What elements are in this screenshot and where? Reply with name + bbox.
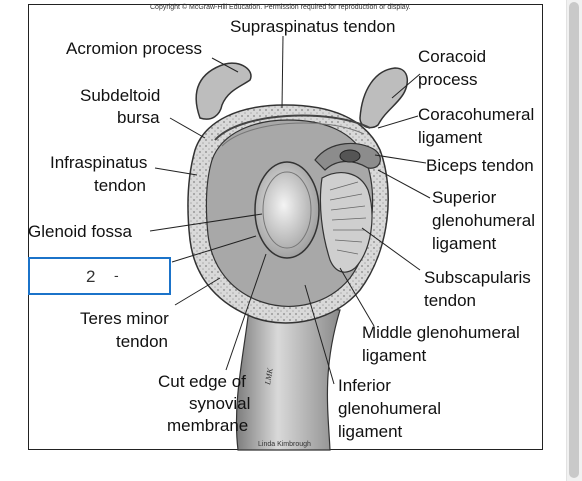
label-biceps-tendon: Biceps tendon [426, 156, 534, 175]
label-supraspinatus-tendon: Supraspinatus tendon [230, 17, 396, 36]
label-coracohumeral-line2: ligament [418, 128, 483, 147]
illustrator-credit: Linda Kimbrough [258, 441, 311, 448]
glenoid-fossa-shape [254, 161, 320, 259]
label-subscapularis-line1: Subscapularis [424, 268, 531, 287]
label-coracohumeral-line1: Coracohumeral [418, 105, 535, 124]
label-subdeltoid-line2: bursa [117, 108, 160, 127]
label-infraspinatus-line1: Infraspinatus [50, 153, 148, 172]
label-coracoid-line1: Coracoid [418, 47, 487, 66]
label-superior-glenohumeral-line2: glenohumeral [432, 211, 536, 230]
label-subdeltoid-line1: Subdeltoid [80, 86, 161, 105]
label-acromion-process: Acromion process [66, 39, 203, 58]
label-cut-edge-line2: synovial [189, 394, 251, 413]
label-inferior-glenohumeral-line3: ligament [338, 422, 403, 441]
label-middle-glenohumeral-line2: ligament [362, 346, 427, 365]
artist-initials: LMK [263, 367, 275, 386]
label-teres-minor-line2: tendon [116, 332, 168, 351]
label-teres-minor-line1: Teres minor [80, 309, 169, 328]
coracoid-shape [359, 67, 409, 129]
label-inferior-glenohumeral-line2: glenohumeral [338, 399, 442, 418]
label-coracoid-line2: process [418, 70, 478, 89]
scrollbar-thumb[interactable] [569, 2, 579, 478]
label-superior-glenohumeral-line3: ligament [432, 234, 497, 253]
label-cut-edge-line3: membrane [167, 416, 249, 435]
label-cut-edge-line1: Cut edge of [158, 372, 246, 391]
label-middle-glenohumeral-line1: Middle glenohumeral [362, 323, 520, 342]
copyright-notice: Copyright © McGraw-Hill Education. Permi… [150, 4, 411, 11]
answer-extra-mark: - [114, 267, 119, 283]
label-glenoid-fossa: Glenoid fossa [28, 222, 132, 241]
label-inferior-glenohumeral-line1: Inferior [338, 376, 391, 395]
acromion-shape [195, 62, 252, 120]
label-superior-glenohumeral-line1: Superior [432, 188, 497, 207]
label-infraspinatus-line2: tendon [94, 176, 146, 195]
answer-input-box[interactable]: 2 - [28, 257, 171, 295]
answer-text: 2 [86, 267, 96, 286]
label-subscapularis-line2: tendon [424, 291, 476, 310]
subscapularis-shape [319, 172, 373, 273]
humerus-shaft [235, 299, 341, 451]
